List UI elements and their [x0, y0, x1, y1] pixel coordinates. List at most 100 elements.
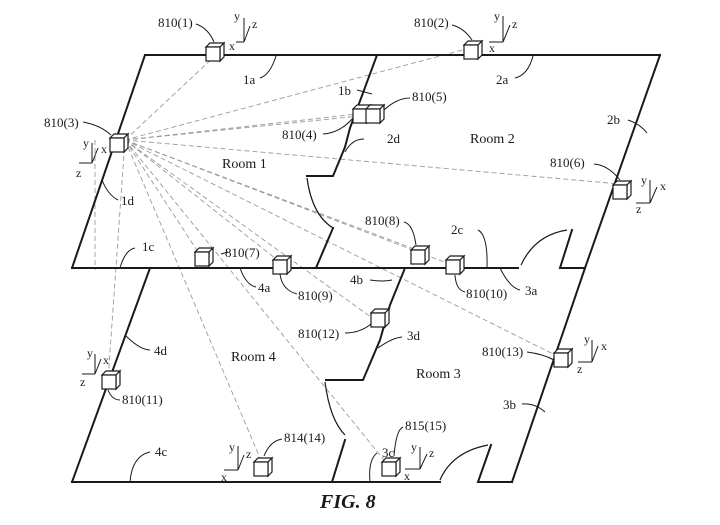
sensor-cube-6[interactable]	[612, 180, 632, 200]
sensor-label-13: 810(13)	[482, 344, 523, 359]
sensor-cube-11[interactable]	[101, 370, 121, 390]
svg-text:y: y	[411, 440, 417, 454]
sensors	[101, 40, 632, 477]
svg-text:y: y	[494, 9, 500, 23]
ray-3-13	[124, 139, 556, 356]
door-arc-3-out	[439, 444, 489, 481]
svg-text:x: x	[660, 179, 666, 193]
svg-text:z: z	[252, 17, 257, 31]
svg-text:x: x	[489, 41, 495, 55]
axes-sensor-2: yz x	[489, 9, 517, 55]
svg-text:x: x	[101, 142, 107, 156]
ray-3-7	[124, 139, 201, 256]
svg-text:y: y	[229, 440, 235, 454]
wall-2b	[583, 53, 662, 270]
wall-label-3a: 3a	[525, 283, 538, 298]
sensor-cube-3[interactable]	[109, 133, 129, 153]
room-1-label: Room 1	[222, 157, 267, 172]
sensor-label-8: 810(9)	[298, 288, 333, 303]
wall-label-2c: 2c	[451, 222, 464, 237]
wall-label-4c: 4c	[155, 444, 168, 459]
sensor-cube-2[interactable]	[463, 40, 483, 60]
svg-text:z: z	[246, 447, 251, 461]
sensor-cube-1[interactable]	[205, 42, 225, 62]
sensor-label-9: 810(8)	[365, 213, 400, 228]
sensor-cube-13[interactable]	[553, 348, 573, 368]
wall-3a-end	[558, 228, 586, 269]
ray-3-8	[124, 139, 418, 251]
wall-3c-end	[476, 443, 513, 483]
svg-text:z: z	[636, 202, 641, 216]
sensor-label-12: 810(12)	[298, 326, 339, 341]
room-3-label: Room 3	[416, 367, 461, 382]
wall-2d-lower	[314, 226, 335, 270]
svg-text:y: y	[584, 332, 590, 346]
sensor-label-7: 810(7)	[225, 245, 260, 260]
wall-1b-2d	[306, 53, 379, 177]
ray-3-1	[124, 55, 216, 141]
svg-text:z: z	[577, 362, 582, 376]
sensor-label-3: 810(3)	[44, 115, 79, 130]
wall-label-4a: 4a	[258, 280, 271, 295]
sensor-label-15: 815(15)	[405, 418, 446, 433]
wall-3b	[510, 266, 587, 484]
wall-label-4d: 4d	[154, 343, 168, 358]
wall-3d-lower	[330, 438, 347, 484]
svg-text:z: z	[80, 375, 85, 389]
svg-text:y: y	[83, 136, 89, 150]
wall-label-2b: 2b	[607, 112, 620, 127]
ray-3-11	[107, 139, 126, 381]
ray-3-6	[124, 139, 621, 185]
svg-text:y: y	[234, 9, 240, 23]
svg-text:z: z	[76, 166, 81, 180]
svg-text:x: x	[103, 353, 109, 367]
ray-3-4	[124, 115, 361, 141]
sensor-label-5: 810(5)	[412, 89, 447, 104]
sensor-cube-15[interactable]	[381, 457, 401, 477]
svg-text:y: y	[87, 346, 93, 360]
ray-3-15	[124, 139, 389, 466]
ray-3-9	[124, 139, 281, 263]
svg-text:x: x	[229, 39, 235, 53]
door-arc-1-2	[306, 177, 334, 229]
svg-text:x: x	[404, 469, 410, 483]
svg-text:x: x	[221, 470, 227, 484]
sensor-label-11: 810(11)	[122, 392, 163, 407]
ray-3-12	[124, 139, 376, 321]
sensor-label-6: 810(6)	[550, 155, 585, 170]
sensor-cube-12[interactable]	[370, 308, 390, 328]
sensor-cube-7[interactable]	[194, 247, 214, 267]
wall-labels: 1a 1b 1c 1d 2a 2b 2c 2d 3a 3b 3c 3d 4a 4…	[101, 55, 648, 483]
wall-label-3d: 3d	[407, 328, 421, 343]
sensor-label-1: 810(1)	[158, 15, 193, 30]
sensor-cube-10[interactable]	[445, 255, 465, 275]
sensor-label-14: 814(14)	[284, 430, 325, 445]
ray-3-5	[124, 111, 376, 141]
wall-label-2d: 2d	[387, 131, 401, 146]
sensor-cube-8[interactable]	[272, 255, 292, 275]
sensor-labels: 810(1) 810(2) 810(3) 810(4) 810(5) 810(6…	[44, 15, 621, 457]
wall-label-2a: 2a	[496, 72, 509, 87]
wall-4b-3d	[325, 266, 407, 381]
sensor-cube-5[interactable]	[365, 104, 385, 124]
wall-label-1d: 1d	[121, 193, 135, 208]
svg-text:z: z	[512, 17, 517, 31]
axes-sensor-1: yz x	[229, 9, 257, 53]
sensor-cube-14[interactable]	[253, 457, 273, 477]
wall-label-1c: 1c	[142, 239, 155, 254]
room-2-label: Room 2	[470, 132, 515, 147]
door-arc-2-3	[520, 229, 568, 266]
wall-1d	[70, 53, 147, 270]
figure-caption: FIG. 8	[319, 491, 376, 513]
wall-label-3c: 3c	[382, 445, 395, 460]
room-4-label: Room 4	[231, 350, 276, 365]
sensor-label-2: 810(2)	[414, 15, 449, 30]
wall-label-1b: 1b	[338, 83, 351, 98]
sensor-cube-9[interactable]	[410, 245, 430, 265]
svg-text:y: y	[641, 173, 647, 187]
